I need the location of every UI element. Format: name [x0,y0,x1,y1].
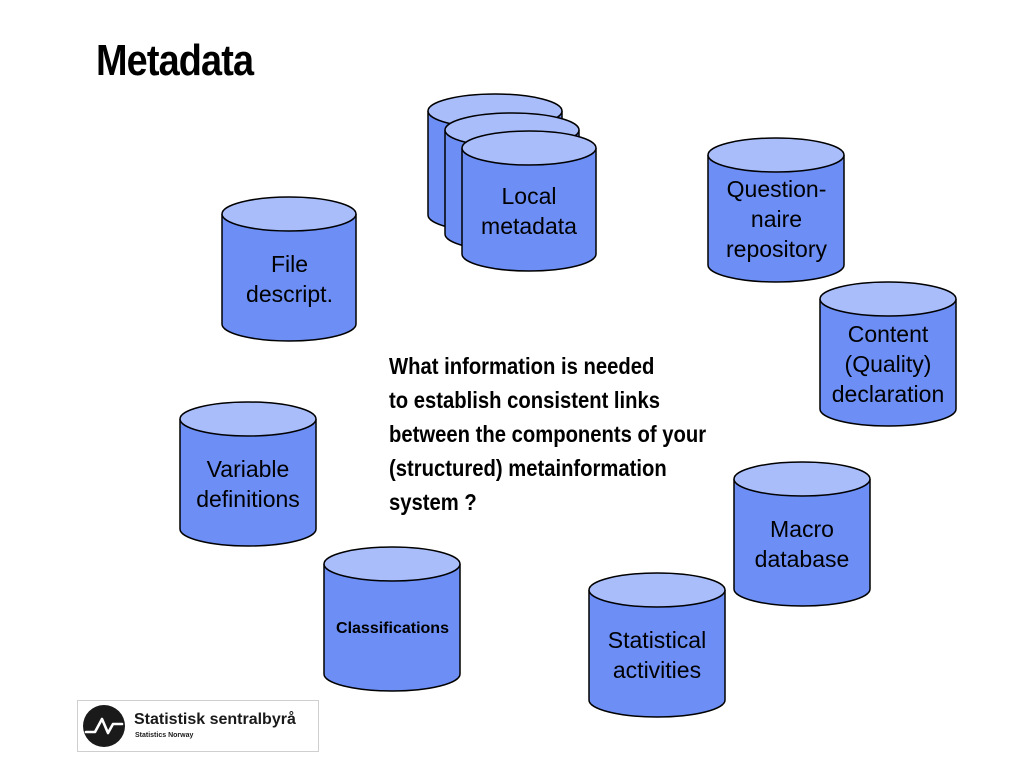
label-line: Question- [726,176,827,202]
file-descript-label: File descript. [221,249,358,309]
label-line: naire [750,206,803,232]
question-line: system ? [389,489,477,515]
macro-database-label: Macro database [733,514,871,574]
statistical-activities-label: Statistical activities [588,625,726,685]
label-line: Local [501,183,557,209]
cylinder-shape [221,196,357,342]
label-line: definitions [196,486,300,512]
cylinder-shape [323,546,461,692]
label-line: activities [612,657,702,683]
label-line: declaration [831,381,945,407]
label-line: (Quality) [844,351,932,377]
questionnaire-repository-cylinder: Question- naire repository [707,137,846,283]
label-line: database [754,546,850,572]
label-line: Classifications [336,620,449,637]
variable-definitions-label: Variable definitions [179,454,317,514]
content-declaration-cylinder: Content (Quality) declaration [819,281,957,427]
local-metadata-label: Local metadata [461,181,597,241]
variable-definitions-cylinder: Variable definitions [179,401,317,547]
cylinder-shape [819,281,957,427]
ssb-logo: Statistisk sentralbyrå Statistics Norway [77,700,319,752]
central-question: What information is needed to establish … [389,349,723,519]
slide-title: Metadata [96,36,254,85]
classifications-cylinder: Classifications [323,546,462,692]
file-descript-cylinder: File descript. [221,196,358,342]
label-line: Variable [206,456,290,482]
logo-subtitle: Statistics Norway [135,732,194,739]
cylinder-shape [707,137,845,283]
question-line: What information is needed [389,353,655,379]
cylinder-shape [733,461,871,607]
content-declaration-label: Content (Quality) declaration [819,319,957,409]
question-line: to establish consistent links [389,387,661,413]
logo-name: Statistisk sentralbyrå [134,711,296,728]
cylinder-shape [179,401,317,547]
label-line: File [270,251,309,277]
label-line: Statistical [607,627,707,653]
label-line: repository [726,236,827,262]
statistical-activities-cylinder: Statistical activities [588,572,726,718]
label-line: descript. [246,281,333,307]
questionnaire-repository-label: Question- naire repository [707,174,846,264]
label-line: Macro [770,516,834,542]
question-line: between the components of your [389,421,707,447]
question-line: (structured) metainformation [389,455,667,481]
ssb-wave-logo-icon [83,705,125,747]
classifications-label: Classifications [323,619,462,639]
local-metadata-cylinder: Local metadata [461,130,597,272]
cylinder-shape [588,572,726,718]
cylinder-shape [461,130,597,272]
macro-database-cylinder: Macro database [733,461,871,607]
label-line: Content [847,321,929,347]
label-line: metadata [481,213,577,239]
